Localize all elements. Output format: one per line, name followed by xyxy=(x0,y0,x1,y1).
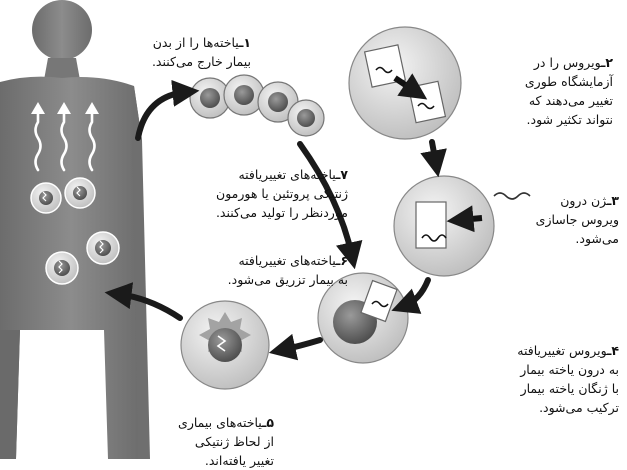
arrow-virus-to-gene xyxy=(432,142,436,164)
virus-modification-circle xyxy=(349,27,461,139)
body-cell xyxy=(65,178,95,208)
step-2-label: ۲ـویروس را در آزمایشگاه طوری تغییر می‌ده… xyxy=(473,34,613,129)
body-cell xyxy=(87,232,119,264)
extracted-cells xyxy=(190,75,324,136)
step-7-number: ۷ـ xyxy=(336,167,348,182)
step-4-text: ویروس تغییریافته به درون یاخته بیمار با … xyxy=(517,343,619,415)
step-4-label: ۴ـویروس تغییریافته به درون یاخته بیمار ب… xyxy=(451,322,619,417)
step-6-number: ۶ـ xyxy=(336,253,348,268)
step-1-number: ۱ـ xyxy=(239,35,251,50)
modified-cell xyxy=(181,301,269,389)
step-4-number: ۴ـ xyxy=(607,343,619,358)
step-6-text: یاخته‌های تغییریافته به بیمار تزریق می‌ش… xyxy=(228,253,348,287)
step-6-label: ۶ـیاخته‌های تغییریافته به بیمار تزریق می… xyxy=(180,232,348,289)
step-3-number: ۳ـ xyxy=(607,193,619,208)
step-1-label: ۱ـیاخته‌ها را از بدن بیمار خارج می‌کنند. xyxy=(111,14,251,71)
step-2-text: ویروس را در آزمایشگاه طوری تغییر می‌دهند… xyxy=(525,55,613,127)
arrow-gene-to-infected xyxy=(404,280,428,306)
arrow-infected-to-modified xyxy=(282,340,320,350)
step-3-label: ۳ـژن درون ویروس جاسازی می‌شود. xyxy=(509,172,619,248)
step-1-text: یاخته‌ها را از بدن بیمار خارج می‌کنند. xyxy=(152,35,251,69)
body-cell xyxy=(46,252,78,284)
arrow-body-to-cells xyxy=(138,92,186,138)
step-7-label: ۷ـیاخته‌های تغییریافته ژنتیکی پروتئین یا… xyxy=(158,146,348,222)
step-5-number: ۵ـ xyxy=(262,415,274,430)
step-7-text: یاخته‌های تغییریافته ژنتیکی پروتئین یا ه… xyxy=(216,167,348,220)
body-cell xyxy=(31,183,61,213)
step-5-text: یاخته‌های بیماری از لحاظ ژنتیکی تغییر یا… xyxy=(178,415,274,468)
step-2-number: ۲ـ xyxy=(601,55,613,70)
